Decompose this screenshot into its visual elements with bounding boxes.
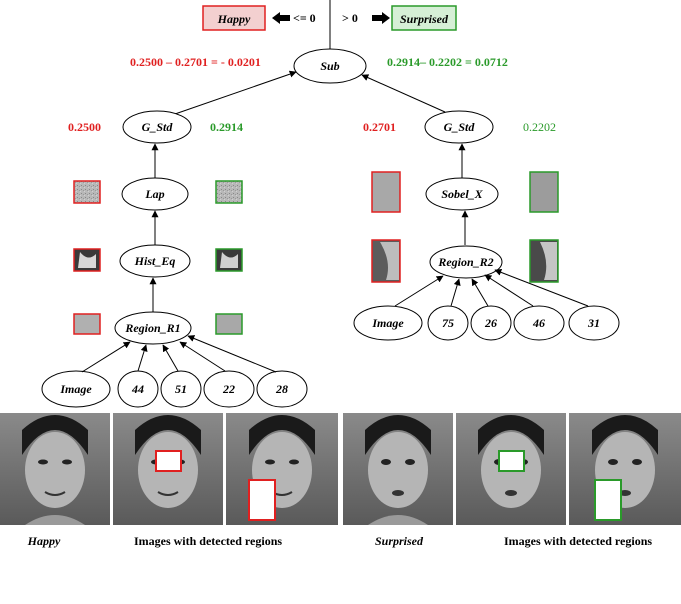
region-r2-node	[429, 245, 503, 279]
right-leaf-image-label: Image	[371, 316, 404, 330]
histeq-node	[119, 244, 191, 278]
right-equation: 0.2914– 0.2202 = 0.0712	[387, 55, 508, 69]
r1-happy-patch	[73, 313, 101, 335]
right-leaf-46	[513, 305, 565, 341]
face-happy-regions-2	[226, 413, 338, 525]
right-leaf-image	[353, 305, 423, 341]
face-surprised-regions	[456, 413, 566, 525]
r2-happy-box	[248, 479, 276, 521]
left-gstd-label: G_Std	[142, 120, 174, 134]
left-gstd-node	[122, 110, 192, 144]
r1-surprised-patch	[215, 313, 243, 335]
sobel-happy-patch	[371, 171, 401, 213]
happy-legend-box	[202, 5, 266, 31]
right-leaf-26-label: 26	[484, 316, 497, 330]
left-gstd-green-value: 0.2914	[210, 120, 243, 134]
lap-node	[121, 177, 189, 211]
caption-happy: Happy	[27, 534, 61, 548]
left-leaf-51-label: 51	[175, 382, 187, 396]
face-surprised	[343, 413, 453, 525]
lap-surprised-patch	[215, 180, 243, 204]
right-gstd-red-value: 0.2701	[363, 120, 396, 134]
surprised-legend-label: Surprised	[400, 12, 449, 26]
face-surprised-regions-2	[569, 413, 681, 525]
r1-surprised-box	[498, 450, 525, 472]
left-leaf-image-label: Image	[59, 382, 92, 396]
left-leaf-28-label: 28	[275, 382, 288, 396]
region-r1-label: Region_R1	[124, 321, 180, 335]
histeq-label: Hist_Eq	[134, 254, 176, 268]
left-leaf-28	[256, 370, 308, 408]
left-leaf-22-label: 22	[222, 382, 235, 396]
region-r2-label: Region_R2	[437, 255, 493, 269]
right-gstd-green-value: 0.2202	[523, 120, 556, 134]
sub-node	[293, 48, 367, 84]
caption-surprised-regions: Images with detected regions	[504, 534, 652, 548]
face-happy-regions	[113, 413, 223, 525]
right-leaf-31-label: 31	[587, 316, 600, 330]
caption-surprised: Surprised	[375, 534, 424, 548]
left-arrow-icon	[272, 12, 290, 24]
right-arrow-icon	[372, 12, 390, 24]
sobel-label: Sobel_X	[441, 187, 483, 201]
face-happy	[0, 413, 110, 525]
right-gstd-label: G_Std	[444, 120, 476, 134]
lap-label: Lap	[144, 187, 164, 201]
r1-happy-box	[155, 450, 182, 472]
caption-happy-regions: Images with detected regions	[134, 534, 282, 548]
sub-node-label: Sub	[320, 59, 339, 73]
region-r1-node	[114, 311, 192, 345]
right-leaf-46-label: 46	[532, 316, 545, 330]
right-leaf-75	[427, 305, 469, 341]
happy-rule: <= 0	[293, 11, 316, 25]
left-gstd-red-value: 0.2500	[68, 120, 101, 134]
right-leaf-75-label: 75	[442, 316, 454, 330]
right-leaf-31	[568, 305, 620, 341]
sobel-surprised-patch	[529, 171, 559, 213]
sobel-node	[425, 177, 499, 211]
r2-surprised-box	[594, 479, 622, 521]
happy-legend-label: Happy	[217, 12, 251, 26]
right-leaf-26	[470, 305, 512, 341]
left-leaf-image	[41, 370, 111, 408]
right-gstd-node	[424, 110, 494, 144]
lap-happy-patch	[73, 180, 101, 204]
surprised-legend-box	[391, 5, 457, 31]
surprised-rule: > 0	[342, 11, 358, 25]
left-leaf-44-label: 44	[131, 382, 144, 396]
left-leaf-51	[160, 370, 202, 408]
left-equation: 0.2500 – 0.2701 = - 0.0201	[130, 55, 261, 69]
left-leaf-22	[203, 370, 255, 408]
